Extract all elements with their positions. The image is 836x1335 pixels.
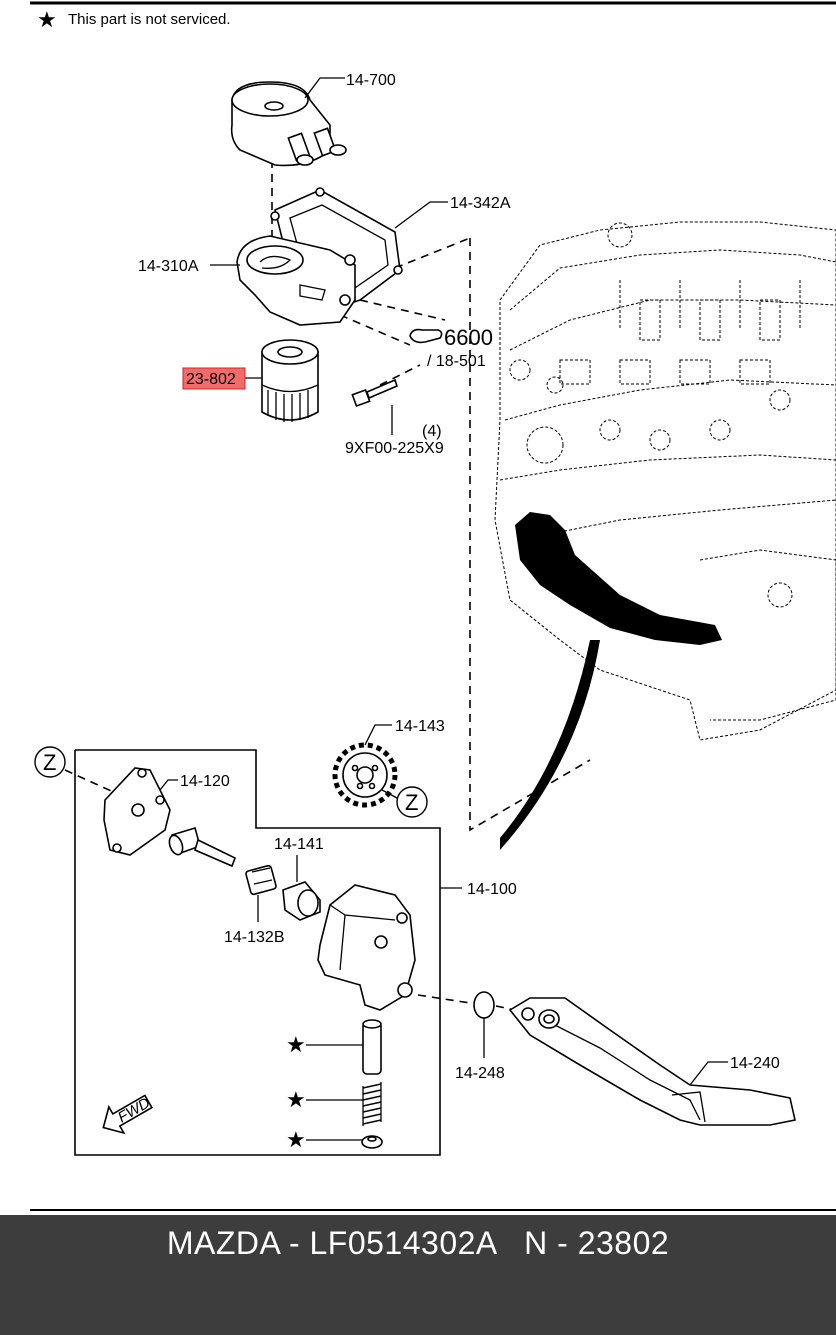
- guide-dash-3: [339, 314, 411, 346]
- pump-shaft: [168, 826, 237, 868]
- label-6600: 6600: [444, 325, 493, 350]
- hose-icon: [409, 328, 443, 344]
- outer-rotor: [282, 881, 321, 921]
- guide-dash-1: [469, 238, 591, 832]
- leader-z-right: [381, 789, 398, 799]
- label-18-501: / 18-501: [427, 353, 486, 370]
- ref-z-left: [34, 746, 66, 778]
- engine-block: [494, 221, 836, 741]
- relief-spring: [362, 1082, 382, 1126]
- oil-pickup-silhouette: [515, 512, 722, 645]
- o-ring: [473, 991, 495, 1019]
- label-14-240: 14-240: [730, 1055, 780, 1072]
- filter-body: [236, 235, 356, 326]
- leader-14-240: [689, 1061, 728, 1086]
- label-14-248: 14-248: [455, 1065, 505, 1082]
- leader-14-120: [159, 779, 178, 791]
- oil-strainer: [508, 997, 796, 1126]
- pump-body: [317, 884, 416, 1011]
- star-plunger: ★: [286, 1032, 306, 1057]
- pump-box: [74, 749, 441, 1156]
- part-number-caption: MAZDA - LF0514302A N - 23802: [166, 1225, 670, 1261]
- ref-z-right: [396, 786, 428, 818]
- label-bolt-qty: (4): [422, 423, 442, 440]
- label-14-143: 14-143: [395, 718, 445, 735]
- oil-filter: [261, 339, 319, 422]
- guide-dash-4: [359, 299, 446, 321]
- ref-z-right-letter: Z: [405, 790, 418, 815]
- leader-curve: [500, 640, 600, 850]
- not-serviced-star: ★: [37, 7, 57, 32]
- leader-z-left: [64, 769, 121, 796]
- label-14-310A: 14-310A: [138, 258, 199, 275]
- leader-14-143: [364, 724, 392, 746]
- highlight-23-802: [182, 367, 246, 390]
- relief-plug: [361, 1135, 383, 1149]
- label-23-802: 23-802: [186, 371, 236, 388]
- label-14-120: 14-120: [180, 773, 230, 790]
- fwd-arrow: FWD: [102, 1094, 153, 1135]
- not-serviced-note: This part is not serviced.: [68, 11, 231, 28]
- ref-z-left-letter: Z: [43, 750, 56, 775]
- sprocket: [332, 742, 398, 808]
- leader-14-342A: [394, 201, 448, 229]
- guide-dash-2: [394, 237, 471, 269]
- label-14-342A: 14-342A: [450, 195, 511, 212]
- footer-bar: MAZDA - LF0514302A N - 23802: [0, 1215, 836, 1335]
- parts-diagram: ★ This part is not serviced.: [30, 1, 836, 1211]
- guide-dash-5: [379, 364, 421, 386]
- label-bolt: 9XF00-225X9: [345, 440, 444, 457]
- label-14-700: 14-700: [346, 72, 396, 89]
- leader-14-700: [304, 77, 345, 99]
- pump-cover: [103, 767, 171, 856]
- inner-rotor: [245, 864, 277, 896]
- label-14-100: 14-100: [467, 881, 517, 898]
- oil-cooler: [230, 81, 347, 167]
- guide-dash-oring: [417, 994, 471, 1004]
- bolt: [351, 378, 398, 408]
- star-plug: ★: [286, 1127, 306, 1152]
- relief-plunger: [362, 1019, 382, 1075]
- label-14-132B: 14-132B: [224, 929, 285, 946]
- star-spring: ★: [286, 1087, 306, 1112]
- label-14-141: 14-141: [274, 836, 324, 853]
